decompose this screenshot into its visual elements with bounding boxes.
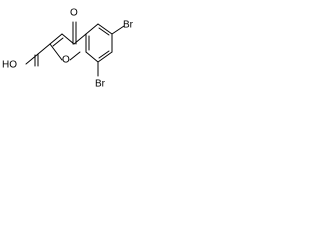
bond-c2-o1: [49, 43, 63, 61]
bond-c5-c6: [97, 23, 113, 35]
bond-o1-c8a: [69, 51, 81, 61]
bromo-8-label: Br: [95, 79, 106, 90]
bond-c6-br: [111, 25, 125, 35]
bromo-6-label: Br: [123, 20, 134, 31]
bond-c4-c4a: [73, 33, 87, 45]
bond-cooh-c2: [37, 43, 51, 55]
bond-c3-c4: [61, 33, 75, 45]
bond-c2-c3: [49, 33, 63, 45]
ketone-oxygen-label: O: [70, 8, 78, 19]
hydroxyl-label: HO: [2, 60, 17, 71]
bond-oh-c: [25, 53, 39, 65]
ring-oxygen-label: O: [62, 55, 70, 66]
chemical-structure: O O HO Br Br: [2, 8, 134, 90]
bond-c8-c8a: [85, 51, 99, 63]
bond-c7-c8: [97, 51, 113, 63]
bond-c5-c6-double: [98, 27, 110, 36]
bond-c7-c8-double: [98, 50, 110, 59]
bond-c4a-c5: [85, 23, 99, 35]
bond-c2-c3-double: [52, 37, 64, 47]
